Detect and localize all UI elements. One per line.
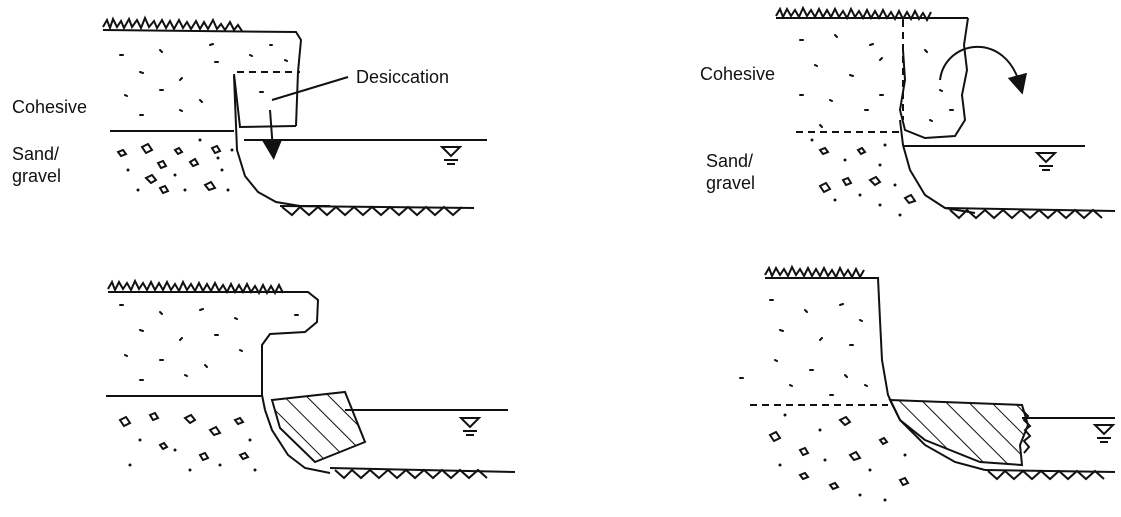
water-level-icon: [442, 147, 460, 164]
panel1-layer-top-label: Cohesive: [12, 97, 87, 117]
panel1-layer-bottom-label: Sand/gravel: [12, 144, 61, 186]
panel1-desiccation-label: Desiccation: [356, 67, 449, 87]
panel2-layer-bottom-label: Sand/gravel: [706, 151, 755, 193]
grass-icon: [103, 18, 242, 31]
toppling-arrow-icon: [940, 47, 1020, 85]
panel-desiccation: [103, 18, 487, 215]
failed-slab: [890, 400, 1028, 465]
panel2-layer-top-label: Cohesive: [700, 64, 775, 84]
grass-icon: [765, 267, 864, 277]
water-level-icon: [1095, 425, 1113, 442]
water-level-icon: [461, 418, 479, 435]
panel-toppling: [776, 8, 1115, 218]
panel-rotational-failure: [740, 267, 1115, 502]
panel-slab-failure: [106, 281, 515, 478]
water-level-icon: [1037, 153, 1055, 170]
